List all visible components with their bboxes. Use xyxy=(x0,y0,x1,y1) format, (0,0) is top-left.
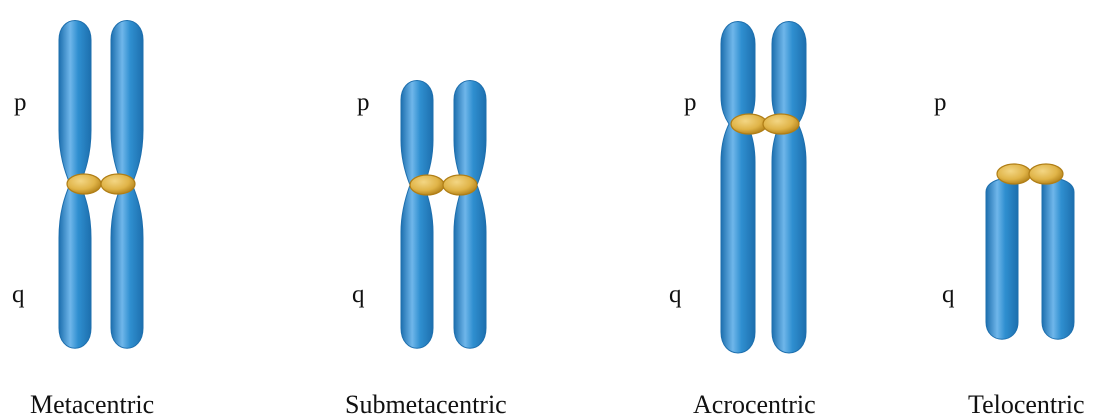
acrocentric-chromosome xyxy=(721,22,806,354)
right-chromatid xyxy=(772,22,806,354)
centromere xyxy=(410,175,477,195)
p-arm-label: p xyxy=(357,89,370,116)
centromere xyxy=(997,164,1063,184)
left-chromatid xyxy=(721,22,755,354)
centromere xyxy=(731,114,799,134)
p-arm-label: p xyxy=(934,89,947,116)
submetacentric-chromosome xyxy=(401,81,486,349)
telocentric-chromosome xyxy=(986,164,1074,339)
chromosome-type-label: Submetacentric xyxy=(345,390,507,417)
q-arm-label: q xyxy=(669,281,682,308)
metacentric-chromosome xyxy=(59,21,143,349)
q-arm-label: q xyxy=(12,281,25,308)
chromosome-type-label: Metacentric xyxy=(30,390,154,417)
left-chromatid xyxy=(986,178,1018,339)
centromere xyxy=(67,174,135,194)
p-arm-label: p xyxy=(684,89,697,116)
right-chromatid xyxy=(454,81,486,349)
p-arm-label: p xyxy=(14,89,27,116)
right-chromatid xyxy=(1042,178,1074,339)
chromosome-type-label: Acrocentric xyxy=(693,390,816,417)
q-arm-label: q xyxy=(942,281,955,308)
chromosome-type-label: Telocentric xyxy=(968,390,1085,417)
q-arm-label: q xyxy=(352,281,365,308)
left-chromatid xyxy=(401,81,433,349)
